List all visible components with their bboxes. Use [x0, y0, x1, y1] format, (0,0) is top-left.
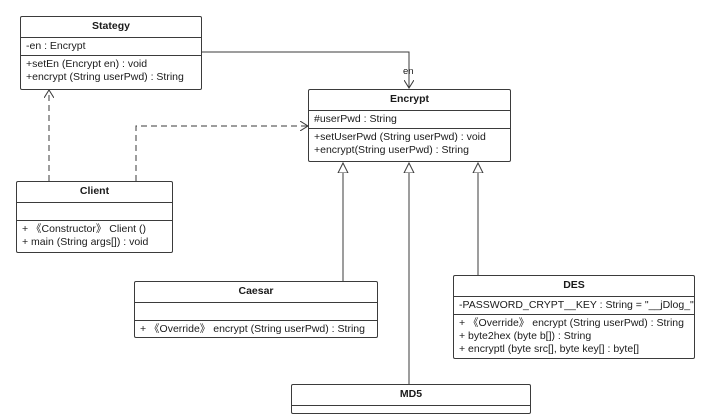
relationship-lines	[0, 51, 711, 384]
operation-compartment: + 《Override》 encrypt (String userPwd) : …	[454, 315, 694, 359]
operation: +setEn (Encrypt en) : void	[26, 58, 148, 70]
attribute: #userPwd : String	[314, 113, 397, 125]
operation-compartment: + 《Constructor》 Client () + main (String…	[17, 221, 172, 252]
operation: + 《Constructor》 Client ()	[22, 223, 146, 235]
operation: +encrypt(String userPwd) : String	[314, 144, 469, 156]
class-name: Caesar	[135, 282, 377, 303]
operation-compartment: +setEn (Encrypt en) : void +encrypt (Str…	[21, 56, 201, 87]
class-name: DES	[454, 276, 694, 297]
class-name: Stategy	[21, 17, 201, 38]
operation-compartment: + 《Override》 encrypt (String userPwd) : …	[135, 321, 377, 339]
class-stategy[interactable]: Stategy -en : Encrypt +setEn (Encrypt en…	[20, 16, 202, 90]
operation: + encryptl (byte src[], byte key[] : byt…	[459, 343, 640, 355]
operation: +setUserPwd (String userPwd) : void	[314, 131, 486, 143]
attribute: -PASSWORD_CRYPT__KEY : String = "__jDlog…	[459, 299, 694, 311]
association-label: en	[403, 66, 414, 77]
attribute-compartment: #userPwd : String	[309, 111, 510, 129]
class-client[interactable]: Client + 《Constructor》 Client () + main …	[16, 181, 173, 253]
attribute-compartment: -PASSWORD_CRYPT__KEY : String = "__jDlog…	[454, 297, 694, 315]
operation: + 《Override》 encrypt (String userPwd) : …	[140, 323, 365, 335]
attribute-compartment: -en : Encrypt	[21, 38, 201, 56]
class-des[interactable]: DES -PASSWORD_CRYPT__KEY : String = "__j…	[453, 275, 695, 359]
class-encrypt[interactable]: Encrypt #userPwd : String +setUserPwd (S…	[308, 89, 511, 162]
attribute-compartment	[135, 303, 377, 321]
operation: + 《Override》 encrypt (String userPwd) : …	[459, 317, 684, 329]
association-stategy-encrypt	[202, 51, 409, 88]
class-caesar[interactable]: Caesar + 《Override》 encrypt (String user…	[134, 281, 378, 338]
operation: + byte2hex (byte b[]) : String	[459, 330, 592, 342]
attribute-compartment	[17, 203, 172, 221]
class-name: Encrypt	[309, 90, 510, 111]
operation: +encrypt (String userPwd) : String	[26, 71, 184, 83]
class-md5[interactable]: MD5	[291, 384, 531, 414]
operation: + main (String args[]) : void	[22, 236, 149, 248]
class-name: Client	[17, 182, 172, 203]
attribute: -en : Encrypt	[26, 40, 86, 52]
dependency-client-encrypt	[135, 126, 308, 181]
class-name: MD5	[292, 385, 530, 406]
operation-compartment: +setUserPwd (String userPwd) : void +enc…	[309, 129, 510, 160]
